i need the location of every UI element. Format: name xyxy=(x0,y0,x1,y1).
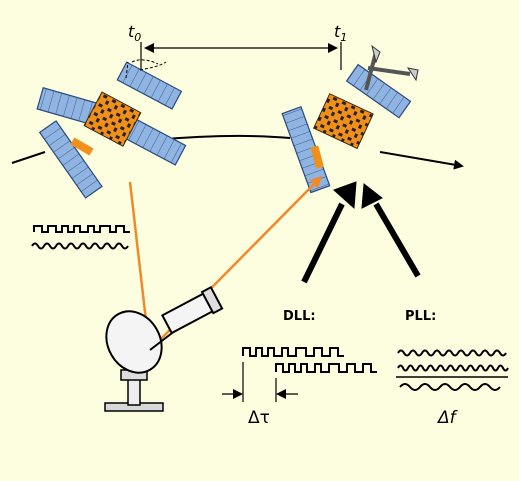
time-interval-arrow xyxy=(140,42,342,70)
label-t1: t1 xyxy=(334,22,347,44)
pll-waveforms xyxy=(396,349,509,391)
delta-tau-marker xyxy=(222,362,298,402)
ground-antenna-icon xyxy=(104,285,224,412)
dll-waveforms xyxy=(242,347,377,373)
dll-label: DLL: xyxy=(283,309,316,324)
signal-waveforms-t0 xyxy=(31,225,130,250)
satellite-icon xyxy=(36,59,187,199)
satellite-icon xyxy=(281,44,419,194)
pll-label: PLL: xyxy=(405,309,436,324)
delta-f-label: Δf xyxy=(436,408,459,428)
measurement-arrows xyxy=(301,181,421,284)
delta-tau-label: Δτ xyxy=(248,408,270,428)
label-t0: t0 xyxy=(128,22,141,44)
